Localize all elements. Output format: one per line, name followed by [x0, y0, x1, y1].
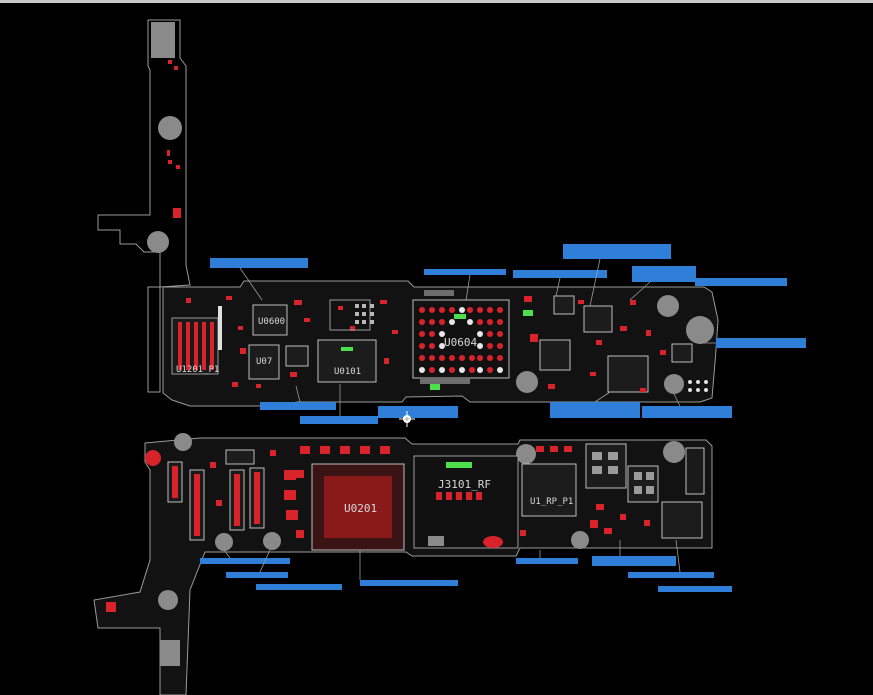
leader-lines-upper [239, 258, 716, 416]
chip-u0600 [252, 304, 288, 336]
mounting-hole [147, 231, 169, 253]
chip-lower-small [225, 449, 255, 465]
test-point [145, 450, 161, 466]
pad-grid-upper-left [355, 304, 374, 324]
chip-marker [454, 314, 466, 319]
small-pads-left [167, 60, 180, 169]
passive-components-lower-left [210, 446, 390, 538]
chip-right-3 [583, 305, 613, 333]
chip-label-u1201: U1201_P1 [176, 365, 219, 375]
chip-lower-right-1 [521, 463, 577, 517]
chip-small [285, 345, 309, 367]
chip-lower-right-4 [661, 501, 703, 539]
passive-components-lower-right [520, 446, 650, 536]
chip-label-u-right: U1_RP_P1 [530, 497, 573, 507]
connector-contacts-j3101 [436, 492, 482, 500]
chip-label-u07: U07 [256, 357, 272, 367]
connector-bar [218, 306, 222, 350]
mounting-hole [158, 116, 182, 140]
mounting-hole [215, 533, 233, 551]
connector-lower-right [685, 447, 705, 495]
pad-block [151, 22, 175, 58]
component [173, 208, 181, 218]
bga-balls-u0604 [419, 307, 503, 373]
pad-strip [424, 290, 454, 296]
mounting-hole [657, 295, 679, 317]
connector-pins [178, 322, 214, 370]
mounting-hole [158, 590, 178, 610]
rf-contact [483, 536, 503, 548]
chip-marker [446, 462, 472, 468]
connector-pins-lower [172, 466, 260, 536]
chip-label-j3101: J3101_RF [438, 478, 491, 491]
chip-right-4 [553, 295, 575, 315]
chip-marker [523, 310, 533, 316]
mounting-hole [174, 433, 192, 451]
chip-right-5 [671, 343, 693, 363]
leader-lines-lower [223, 539, 681, 580]
pad-strip [420, 378, 470, 384]
chip-right-2 [607, 355, 649, 393]
mounting-hole [516, 444, 536, 464]
mounting-hole [686, 316, 714, 344]
chip-label-u0201: U0201 [344, 502, 377, 515]
component [106, 602, 116, 612]
passive-components-upper-right [524, 296, 666, 392]
mounting-hole [516, 371, 538, 393]
annotation-labels-upper [210, 244, 806, 424]
annotation-labels-lower [200, 556, 732, 592]
mounting-hole [263, 532, 281, 550]
chip-marker [430, 384, 440, 390]
chip-label-u0604: U0604 [444, 336, 477, 349]
crosshair-cursor-icon [399, 411, 415, 427]
chip-marker [341, 347, 353, 351]
mounting-hole [663, 441, 685, 463]
pad-grid-right [688, 380, 708, 392]
chip-lower-right-3 [627, 465, 659, 503]
chip-u0604 [412, 299, 510, 379]
chip-right-1 [539, 339, 571, 371]
chip-u0201-core [324, 476, 392, 538]
passive-components-upper-left [186, 296, 398, 388]
pad-block [428, 536, 444, 546]
mounting-hole [664, 374, 684, 394]
window-top-border [0, 0, 873, 3]
connector-j3101 [413, 455, 519, 549]
chip-label-u0101: U0101 [334, 367, 361, 377]
chip-label-u0600: U0600 [258, 317, 285, 327]
left-flex-strip-top [97, 19, 191, 393]
chip-u07 [248, 344, 280, 380]
pad-grid-lower-right [592, 452, 654, 494]
pad-block [160, 640, 180, 666]
mounting-hole [571, 531, 589, 549]
